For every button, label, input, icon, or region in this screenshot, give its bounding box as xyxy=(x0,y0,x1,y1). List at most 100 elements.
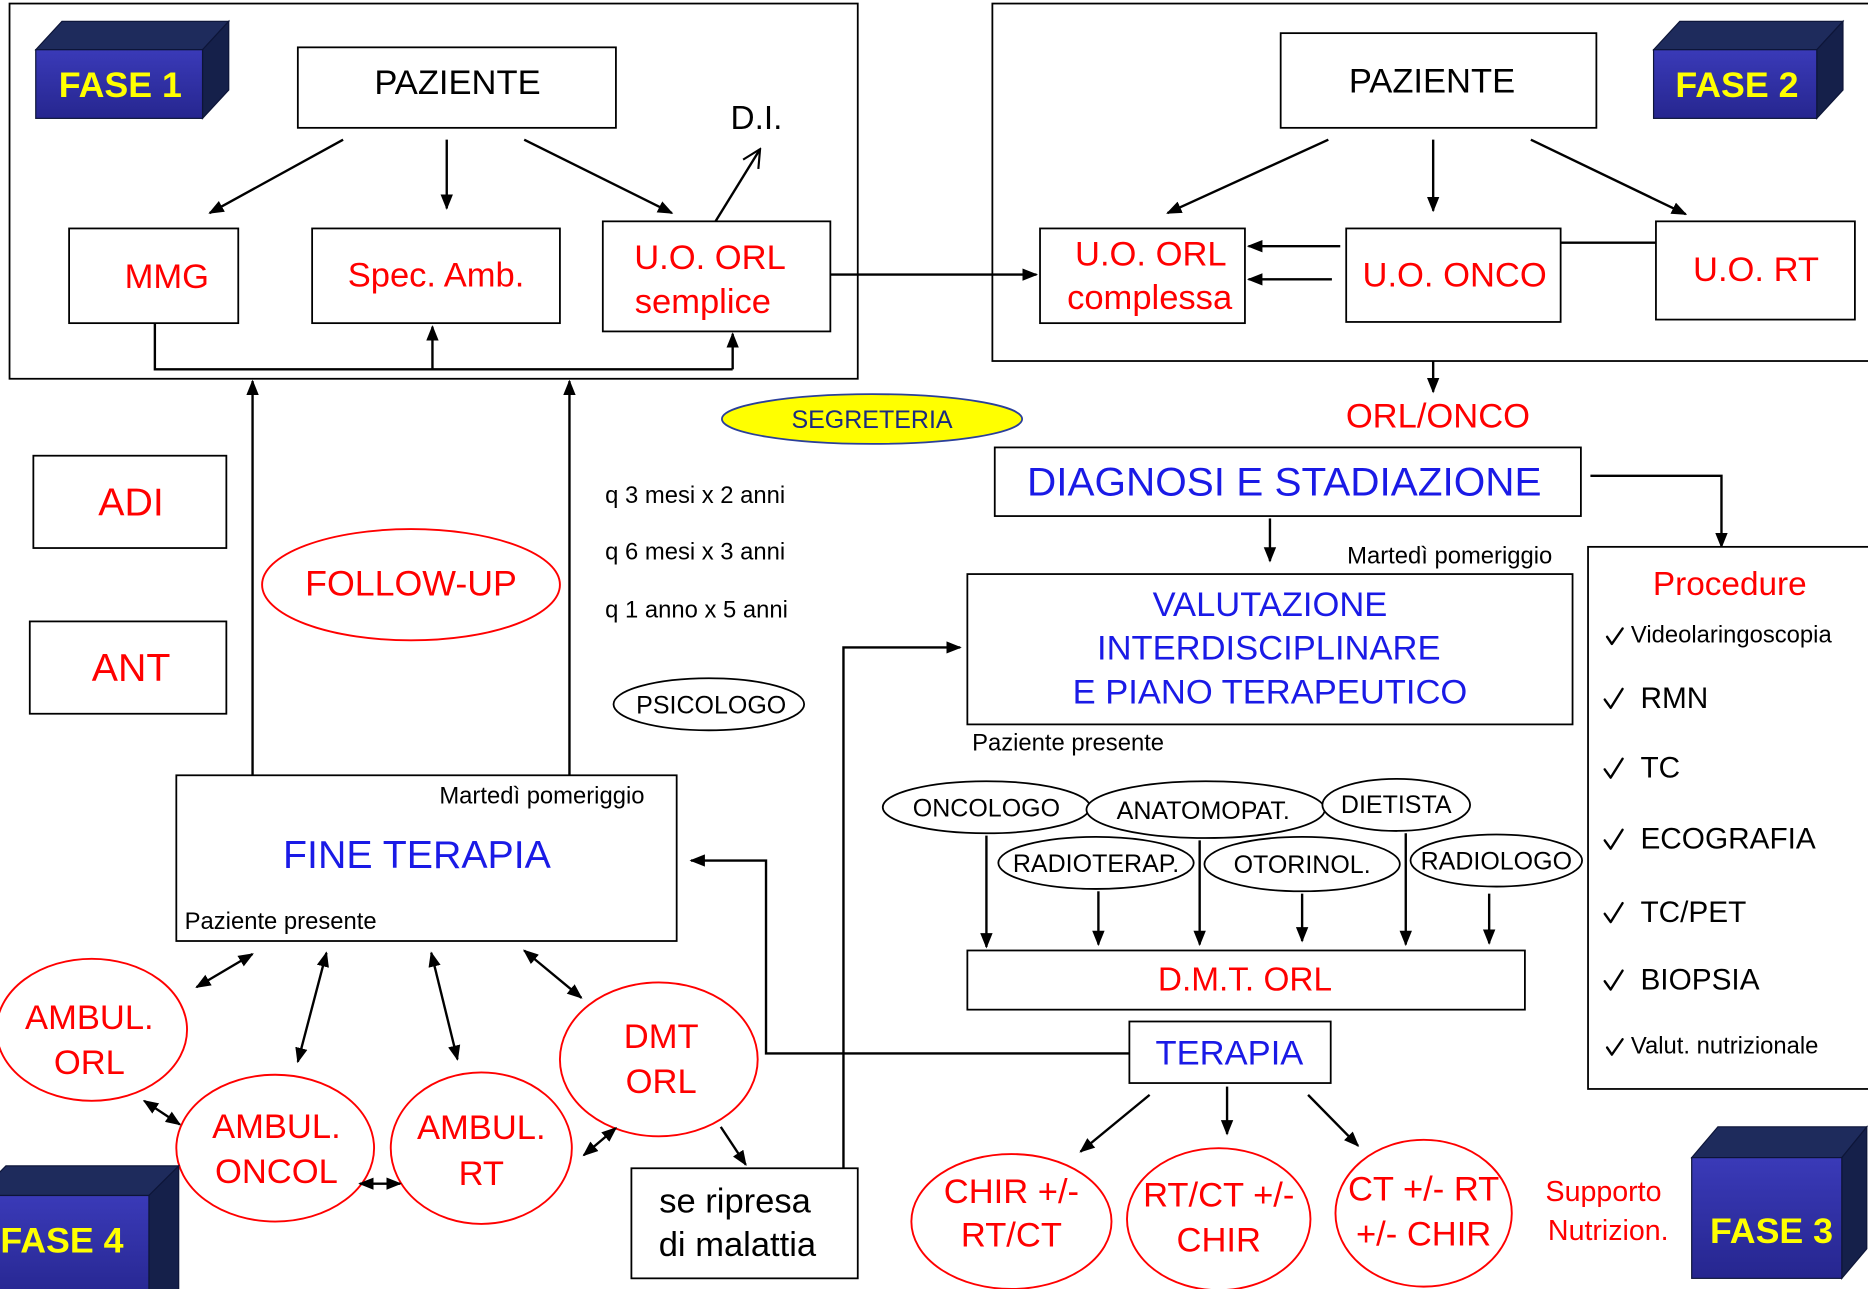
psicologo-ellipse xyxy=(612,677,806,732)
badge-front-face xyxy=(1652,49,1818,119)
therapy-option-3-ellipse xyxy=(1334,1138,1513,1288)
arrow-patient-to-uo-orl-complessa xyxy=(1166,138,1329,215)
specialist-radioterap-label: RADIOTERAP. xyxy=(1013,850,1179,878)
specialist-dietista-label: DIETISTA xyxy=(1341,791,1452,819)
therapy-option-2-line2: CHIR xyxy=(1177,1222,1261,1260)
fase-3-badge: FASE 3 xyxy=(1690,1125,1868,1280)
mmg-label: MMG xyxy=(125,258,209,296)
therapy-option-2-line1: RT/CT +/- xyxy=(1143,1177,1294,1215)
nutrition-support-line1: Supporto xyxy=(1546,1176,1662,1208)
ambul-orl-ellipse xyxy=(0,957,188,1102)
double-arrow-end-therapy-ambul-rt xyxy=(428,951,461,1061)
adi-box xyxy=(32,454,228,549)
end-therapy-title: FINE TERAPIA xyxy=(283,834,552,877)
check-icon xyxy=(1603,757,1624,779)
procedure-item-rmn: RMN xyxy=(1640,682,1708,715)
diagnosis-title: DIAGNOSI E STADIAZIONE xyxy=(1027,459,1541,505)
specialist-oncologo-label: ONCOLOGO xyxy=(913,794,1060,822)
follow-up-schedule-3: q 1 anno x 5 anni xyxy=(605,598,788,624)
follow-up-schedule-2: q 6 mesi x 3 anni xyxy=(605,540,785,566)
double-arrow-end-therapy-dmt-orl xyxy=(522,949,583,999)
evaluation-title-line1: VALUTAZIONE xyxy=(1153,586,1388,624)
specialist-anatomopat-label: ANATOMOPAT. xyxy=(1117,797,1290,825)
arrow-therapy-to-end-therapy xyxy=(689,854,1130,1055)
follow-up-schedule-1: q 3 mesi x 2 anni xyxy=(605,483,785,509)
ambul-rt-line2: RT xyxy=(459,1155,504,1193)
phase-2-frame xyxy=(991,2,1868,362)
evaluation-note: Paziente presente xyxy=(972,730,1164,756)
procedure-item-videolaringoscopia: Videolaringoscopia xyxy=(1631,623,1833,649)
uo-onco-box xyxy=(1345,227,1562,323)
ant-label: ANT xyxy=(92,647,171,690)
dmt-orl-ellipse-line1: DMT xyxy=(624,1018,699,1056)
specialist-dietista-ellipse xyxy=(1321,777,1471,832)
fase-1-badge: FASE 1 xyxy=(34,19,231,120)
fase-1-label: FASE 1 xyxy=(59,65,182,105)
fase-4-label: FASE 4 xyxy=(0,1221,123,1261)
evaluation-title-line2: INTERDISCIPLINARE xyxy=(1097,630,1440,668)
badge-top-face xyxy=(34,20,231,51)
di-label: D.I. xyxy=(731,100,783,137)
dmt-orl-box xyxy=(966,949,1526,1011)
ambul-oncol-line2: ONCOL xyxy=(215,1153,338,1191)
therapy-label: TERAPIA xyxy=(1156,1035,1304,1073)
evaluation-title-line3: E PIANO TERAPEUTICO xyxy=(1073,673,1468,711)
therapy-option-1-ellipse xyxy=(910,1153,1113,1289)
phase1-patient-box xyxy=(296,46,617,129)
end-therapy-note: Paziente presente xyxy=(185,909,377,935)
nutrition-support-line2: Nutrizion. xyxy=(1548,1215,1669,1247)
relapse-line1: se ripresa xyxy=(659,1182,811,1220)
diagnosis-schedule-note: Martedì pomeriggio xyxy=(1347,543,1552,569)
phase-1-frame xyxy=(8,2,859,380)
dmt-orl-label: D.M.T. ORL xyxy=(1158,962,1332,999)
procedure-item-tc: TC xyxy=(1640,752,1680,785)
segreteria-label: SEGRETERIA xyxy=(791,406,953,434)
uo-orl-semplice-label-line2: semplice xyxy=(635,283,771,321)
arrow-relapse-to-evaluation xyxy=(842,641,962,1169)
fase-3-label: FASE 3 xyxy=(1710,1211,1833,1251)
check-icon xyxy=(1605,1038,1624,1056)
procedure-item-nutrition-assessment: Valut. nutrizionale xyxy=(1631,1033,1819,1059)
arrow-diagnosis-to-procedures xyxy=(1590,474,1728,549)
double-arrow-end-therapy-ambul-oncol xyxy=(295,951,329,1064)
relapse-box xyxy=(630,1167,859,1280)
ambul-oncol-line1: AMBUL. xyxy=(212,1108,341,1146)
therapy-option-2-ellipse xyxy=(1126,1147,1312,1289)
diagnosis-box xyxy=(993,446,1582,517)
phase2-patient-label: PAZIENTE xyxy=(1349,63,1515,101)
follow-up-label: FOLLOW-UP xyxy=(305,564,517,604)
specialist-radiologo-label: RADIOLOGO xyxy=(1421,848,1572,876)
uo-rt-box xyxy=(1655,220,1856,321)
uo-orl-complessa-box xyxy=(1039,227,1246,325)
phase2-patient-box xyxy=(1279,32,1598,129)
check-icon xyxy=(1603,969,1624,991)
arrow-patient-to-mmg xyxy=(208,138,344,215)
relapse-line2: di malattia xyxy=(659,1226,817,1264)
procedure-item-ecografia: ECOGRAFIA xyxy=(1640,823,1816,856)
check-icon xyxy=(1603,687,1624,710)
procedure-item-tc-pet: TC/PET xyxy=(1640,896,1746,929)
arrow-orl-semplice-to-di xyxy=(713,149,760,224)
procedures-box xyxy=(1587,545,1868,1090)
badge-top-face xyxy=(0,1165,181,1197)
connector-mmg-bottom xyxy=(153,323,733,371)
ambul-rt-ellipse xyxy=(389,1071,573,1225)
ambul-oncol-ellipse xyxy=(175,1073,376,1223)
therapy-box xyxy=(1128,1020,1332,1084)
therapy-option-1-line2: RT/CT xyxy=(961,1217,1062,1255)
fase-4-badge: FASE 4 xyxy=(0,1164,181,1289)
procedure-item-biopsia: BIOPSIA xyxy=(1640,964,1759,997)
therapy-option-3-line2: +/- CHIR xyxy=(1356,1216,1491,1254)
follow-up-ellipse xyxy=(261,528,561,642)
badge-top-face xyxy=(1652,20,1845,51)
specialist-radiologo-ellipse xyxy=(1409,833,1583,888)
segreteria-ellipse xyxy=(721,393,1024,445)
uo-orl-semplice-box xyxy=(601,220,832,333)
badge-front-face xyxy=(0,1194,150,1289)
uo-rt-label: U.O. RT xyxy=(1693,251,1819,289)
ant-box xyxy=(28,620,228,715)
arrow-dmt-to-relapse xyxy=(719,1126,747,1167)
uo-onco-label: U.O. ONCO xyxy=(1363,257,1547,295)
spec-amb-box xyxy=(311,227,561,325)
